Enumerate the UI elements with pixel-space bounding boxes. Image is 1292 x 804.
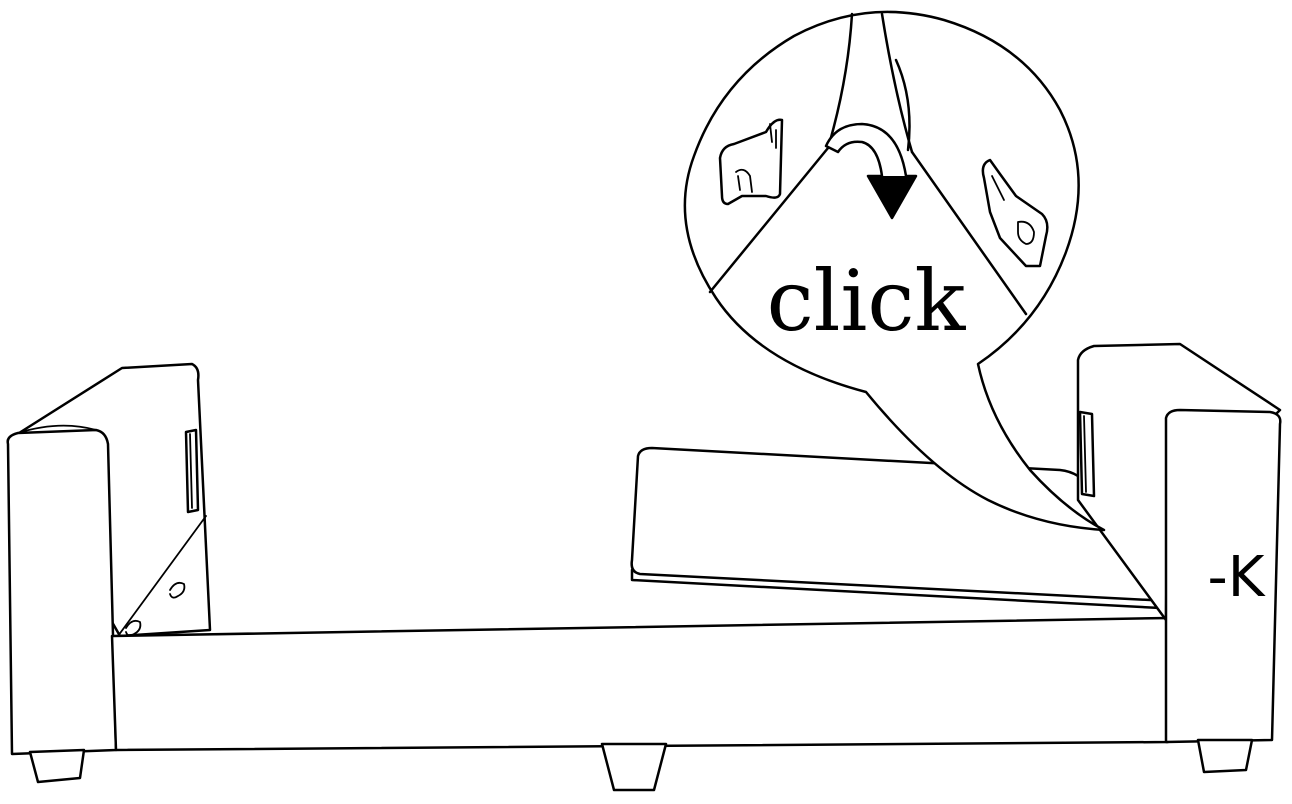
center-leg bbox=[600, 742, 668, 792]
right-leg bbox=[1196, 738, 1254, 774]
right-armrest bbox=[1076, 342, 1282, 744]
click-label: click bbox=[767, 252, 967, 350]
right-hook-detail bbox=[981, 158, 1049, 268]
left-leg bbox=[28, 748, 86, 784]
detail-callout: click bbox=[683, 10, 1106, 532]
part-label: -K bbox=[1208, 545, 1266, 610]
sofa-base bbox=[110, 616, 1170, 752]
left-hook-detail bbox=[718, 118, 784, 206]
